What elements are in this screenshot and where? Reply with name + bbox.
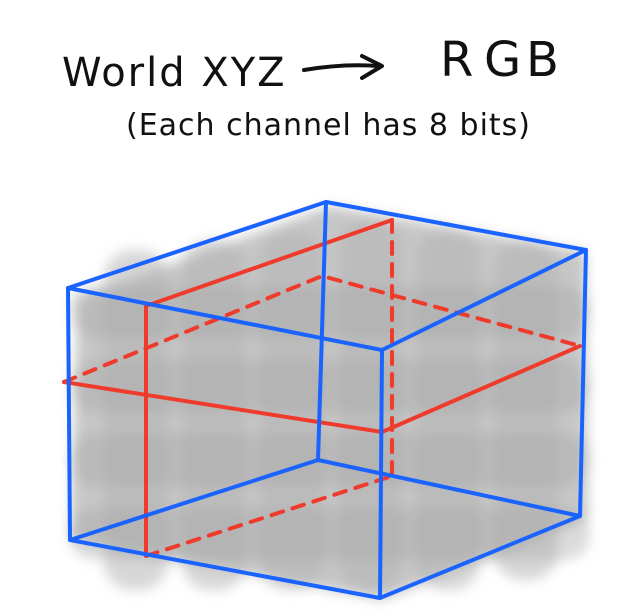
title-world-xyz: World XYZ bbox=[62, 50, 287, 96]
cube-wireframe bbox=[66, 200, 588, 600]
subtitle: (Each channel has 8 bits) bbox=[126, 108, 531, 143]
rgb-r: R bbox=[440, 32, 475, 88]
arrow-icon bbox=[302, 54, 384, 80]
rgb-g: G bbox=[484, 32, 523, 88]
gray-volume bbox=[70, 206, 590, 600]
header-group: World XYZ R G B (Each channel has 8 bits… bbox=[62, 32, 561, 143]
rgb-b: B bbox=[526, 32, 561, 88]
